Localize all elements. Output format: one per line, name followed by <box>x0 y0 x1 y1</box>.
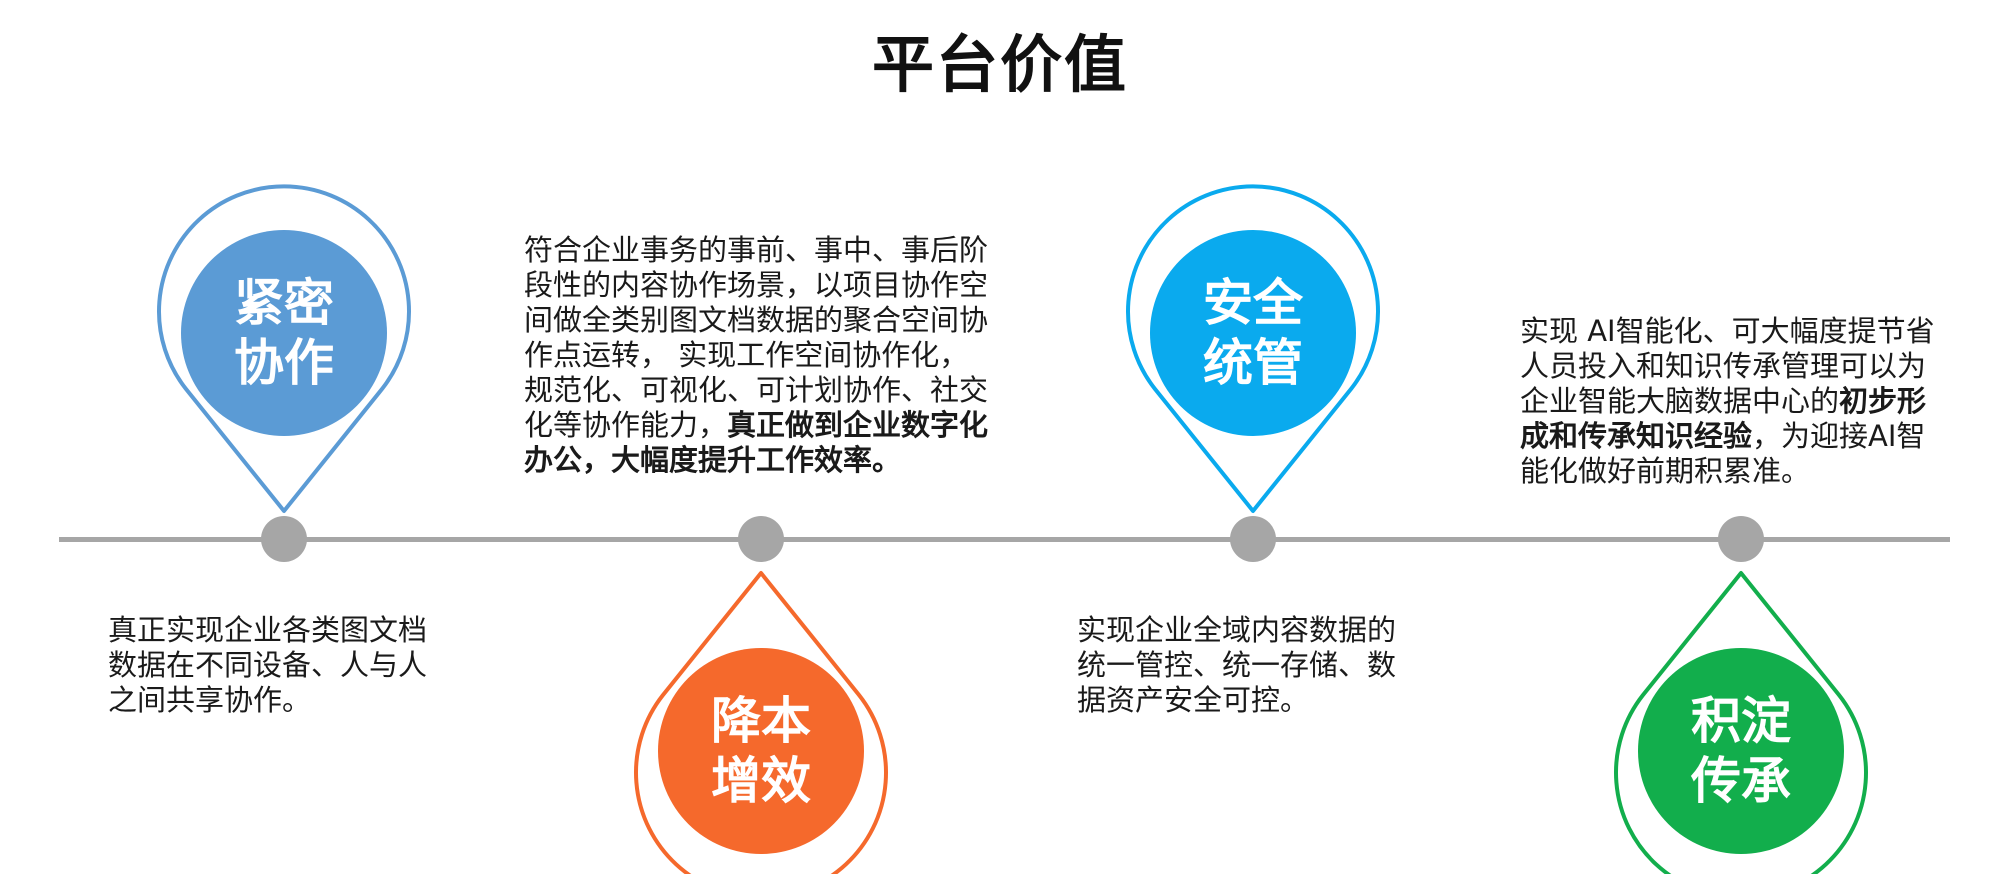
pin-marker-1 <box>157 184 411 513</box>
pin-marker-4 <box>1614 571 1868 874</box>
description-security: 实现企业全域内容数据的 统一管控、统一存储、数 据资产安全可控。 <box>1077 613 1397 717</box>
timeline-dot-1 <box>261 516 307 562</box>
timeline-dot-4 <box>1718 516 1764 562</box>
pin-label-3: 安全统管 <box>1203 274 1303 392</box>
pin-marker-3 <box>1126 184 1380 513</box>
pin-label-4: 积淀传承 <box>1691 692 1791 810</box>
timeline-dot-3 <box>1230 516 1276 562</box>
description-cost-efficiency: 符合企业事务的事前、事中、事后阶 段性的内容协作场景，以项目协作空 间做全类别图… <box>524 233 989 477</box>
page-title: 平台价值 <box>871 28 1128 101</box>
description-knowledge: 实现 AI智能化、可大幅度提节省 人员投入和知识传承管理可以为 企业智能大脑数据… <box>1520 314 1935 488</box>
pin-label-2: 降本增效 <box>711 692 811 810</box>
timeline-dot-2 <box>738 516 784 562</box>
description-collaboration: 真正实现企业各类图文档 数据在不同设备、人与人 之间共享协作。 <box>108 613 428 717</box>
pin-label-1: 紧密协作 <box>234 274 334 392</box>
pin-marker-2 <box>634 571 888 874</box>
timeline-line <box>59 537 1950 542</box>
